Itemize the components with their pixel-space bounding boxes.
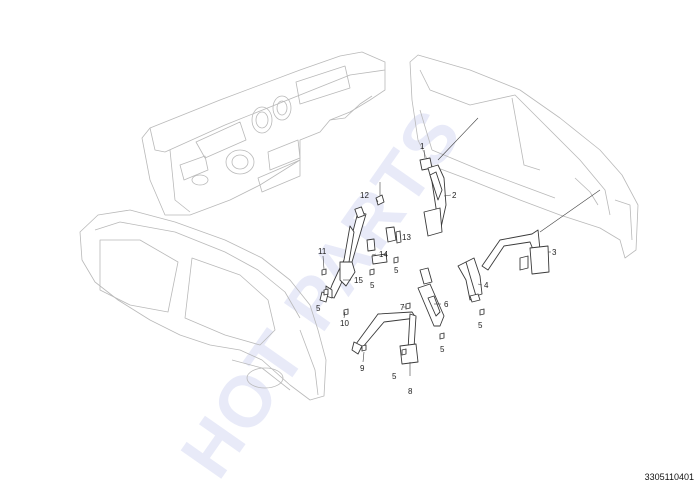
belt-assembly-front-right bbox=[423, 117, 479, 237]
callout-5-b: 5 bbox=[370, 281, 375, 290]
buckle-assembly-6 bbox=[417, 267, 445, 327]
callout-3: 3 bbox=[552, 248, 557, 257]
callout-14: 14 bbox=[379, 250, 388, 259]
callout-4: 4 bbox=[484, 281, 489, 290]
callout-1: 1 bbox=[420, 142, 425, 151]
buckle-14 bbox=[366, 238, 388, 265]
callout-12: 12 bbox=[360, 191, 369, 200]
callout-11: 11 bbox=[318, 247, 327, 256]
callout-7: 7 bbox=[400, 303, 405, 312]
callout-13: 13 bbox=[402, 233, 411, 242]
callout-6: 6 bbox=[444, 300, 449, 309]
leader-lines bbox=[322, 149, 551, 376]
callout-5-d: 5 bbox=[440, 345, 445, 354]
callout-10: 10 bbox=[340, 319, 349, 328]
dashboard-outline bbox=[141, 51, 386, 216]
belt-assembly-front-left bbox=[319, 206, 367, 303]
callout-5-a: 5 bbox=[316, 304, 321, 313]
belt-assembly-rear bbox=[481, 189, 601, 275]
callout-5-e: 5 bbox=[478, 321, 483, 330]
buckle-assembly-4 bbox=[457, 257, 483, 303]
callout-labels: 1 2 3 4 5 5 5 5 5 5 6 7 8 9 10 11 12 13 … bbox=[316, 142, 557, 396]
callout-15: 15 bbox=[354, 276, 363, 285]
diagram-code: 3305110401 bbox=[644, 472, 694, 482]
callout-9: 9 bbox=[360, 364, 365, 373]
callout-8: 8 bbox=[408, 387, 413, 396]
callout-5-f: 5 bbox=[392, 372, 397, 381]
callout-2: 2 bbox=[452, 191, 457, 200]
side-body-panel-outline bbox=[79, 209, 327, 401]
callout-5-c: 5 bbox=[394, 266, 399, 275]
rear-body-outline bbox=[409, 54, 639, 259]
lap-belt-assembly-8 bbox=[351, 311, 419, 365]
fasteners bbox=[321, 256, 485, 356]
buckle-13 bbox=[385, 226, 402, 244]
